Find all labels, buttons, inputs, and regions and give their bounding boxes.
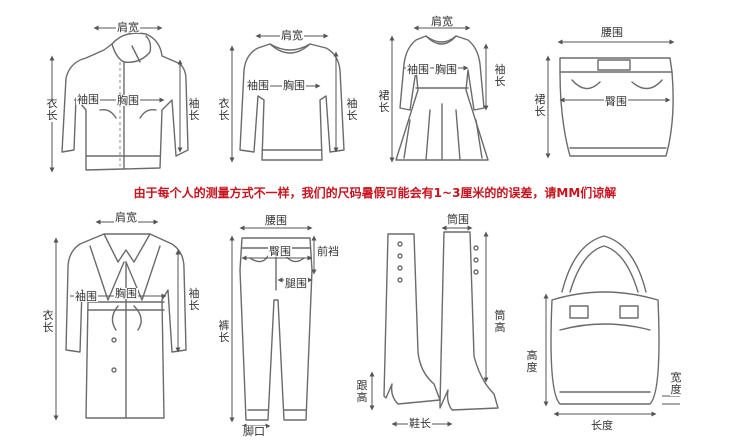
long-sleeve-top-drawing <box>239 43 345 161</box>
length-label: 衣长 <box>218 97 230 122</box>
sleeve-label: 袖长 <box>188 97 200 122</box>
height-label: 高度 <box>526 349 538 374</box>
shoulder-label: 肩宽 <box>280 29 304 42</box>
cuff-label: 袖围 <box>76 93 100 106</box>
boots-drawing <box>383 231 499 411</box>
chest-label: 胸围 <box>434 63 458 76</box>
width-label: 宽度 <box>670 371 682 396</box>
notice-text: 由于每个人的测量方式不一样，我们的尺码暑假可能会有1~3厘米的的误差，请MM们谅… <box>133 186 617 200</box>
hem-label: 脚口 <box>242 425 266 438</box>
length-label: 衣长 <box>46 97 58 122</box>
sleeve-label: 袖长 <box>346 97 358 122</box>
chest-label: 胸围 <box>114 287 138 300</box>
skirt-drawing <box>559 57 674 157</box>
cuff-label: 袖围 <box>406 63 430 76</box>
handbag-drawing <box>550 235 660 405</box>
jeans-drawing <box>239 237 313 421</box>
length-label: 裤长 <box>218 319 230 344</box>
rise-label: 前裆 <box>316 245 340 258</box>
shoulder-label: 肩宽 <box>430 15 454 28</box>
shaft-height-label: 筒高 <box>494 309 506 334</box>
shoulder-label: 肩宽 <box>116 21 140 34</box>
waist-label: 腰围 <box>600 26 624 39</box>
sleeve-label: 袖长 <box>188 287 200 312</box>
dress-drawing <box>395 35 489 161</box>
length-label: 裙长 <box>378 89 390 114</box>
hip-label: 臀围 <box>604 95 628 108</box>
shoulder-label: 肩宽 <box>114 211 138 224</box>
heel-label: 跟高 <box>356 379 368 404</box>
chest-label: 胸围 <box>282 79 306 92</box>
hip-label: 臀围 <box>268 245 292 258</box>
thigh-label: 腿围 <box>284 277 308 290</box>
hoodie-jacket-drawing <box>61 32 189 171</box>
length-label: 裙长 <box>534 93 546 118</box>
shoe-length-label: 鞋长 <box>408 417 432 430</box>
length-label: 长度 <box>590 419 614 432</box>
length-label: 衣长 <box>42 309 54 334</box>
cuff-label: 袖围 <box>74 290 98 303</box>
sleeve-label: 袖长 <box>494 63 506 88</box>
waist-label: 腰围 <box>264 214 288 227</box>
trench-coat-drawing <box>65 233 187 419</box>
chest-label: 胸围 <box>116 94 140 107</box>
shaft-circ-label: 筒围 <box>446 213 470 226</box>
cuff-label: 袖围 <box>246 79 270 92</box>
